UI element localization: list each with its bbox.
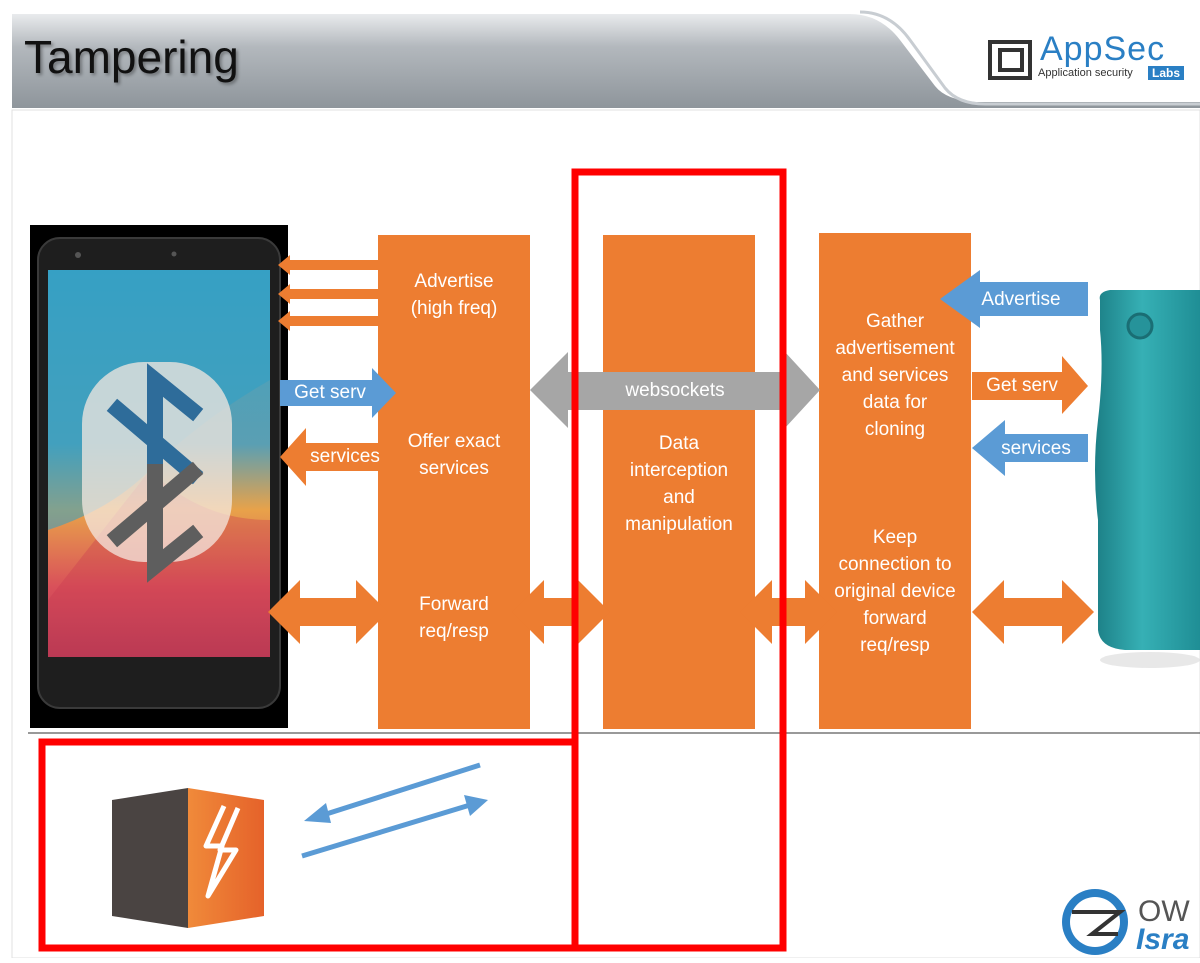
keep-connection-label: Keep connection to original device forwa… [819,524,971,659]
interception-label-line: manipulation [625,514,733,535]
appsec-logo-tagline: Application security [1038,67,1133,79]
forward-label: Forward req/resp [378,591,530,645]
advertise-label-line: (high freq) [410,298,498,319]
advertise-right-arrow [940,270,1088,328]
get-serv-left-label: Get serv [294,382,366,403]
keep-label-line: forward [863,608,927,629]
services-right-arrow [972,420,1088,476]
highlight-interception-column [571,168,787,952]
get-serv-right-label: Get serv [986,375,1058,396]
gather-label-line: Gather [865,311,925,332]
advertise-right-label: Advertise [981,289,1061,310]
bluetooth-icon [106,363,204,583]
gather-label-line: data for [862,392,928,413]
forward-label-line: req/resp [419,621,489,642]
advertise-arrows-left [278,255,378,331]
offer-label-line: Offer exact [407,431,501,452]
request-response-arrows [301,762,488,859]
interception-box [603,235,755,729]
gather-label-line: advertisement [835,338,955,359]
interception-label-line: Data [658,433,700,454]
appsec-logo-badge: Labs [1148,66,1185,80]
forward-label-line: Forward [419,594,489,615]
mitm-device-box [819,233,971,729]
keep-label-line: original device [834,581,956,602]
offer-label-line: services [419,458,489,479]
interception-label: Data interception and manipulation [603,430,755,538]
header-bar [12,14,1200,108]
keep-label-line: Keep [872,527,918,548]
services-left-label: services [310,446,380,467]
gather-label-line: and services [841,365,949,386]
owasp-logo-text: OW [1138,895,1190,928]
websockets-arrow [530,352,820,428]
interception-label-line: and [663,487,695,508]
advertise-label: Advertise (high freq) [378,268,530,322]
mitm-client-box [378,235,530,729]
gather-label-line: cloning [864,419,926,440]
appsec-labs-logo [988,40,1032,80]
smartphone [30,225,288,728]
owasp-israel-logo [1062,889,1128,955]
burp-suite-logo [112,788,264,928]
services-left-arrow [280,428,394,486]
appsec-logo-name: AppSec [1040,30,1166,68]
get-serv-left-arrow [280,368,396,418]
advertise-label-line: Advertise [414,271,494,292]
keep-label-line: connection to [838,554,952,575]
slide-title: Tampering [24,31,239,83]
keep-label-line: req/resp [860,635,930,656]
get-serv-right-arrow [972,356,1088,414]
gather-label: Gather advertisement and services data f… [819,308,971,443]
highlight-burp-region [38,738,579,952]
websockets-label: websockets [625,380,725,401]
owasp-israel-text: Isra [1136,923,1190,956]
services-right-label: services [1001,438,1071,459]
smart-water-bottle [1095,290,1200,668]
interception-label-line: interception [629,460,729,481]
forward-arrows [268,580,1094,644]
offer-services-label: Offer exact services [378,428,530,482]
